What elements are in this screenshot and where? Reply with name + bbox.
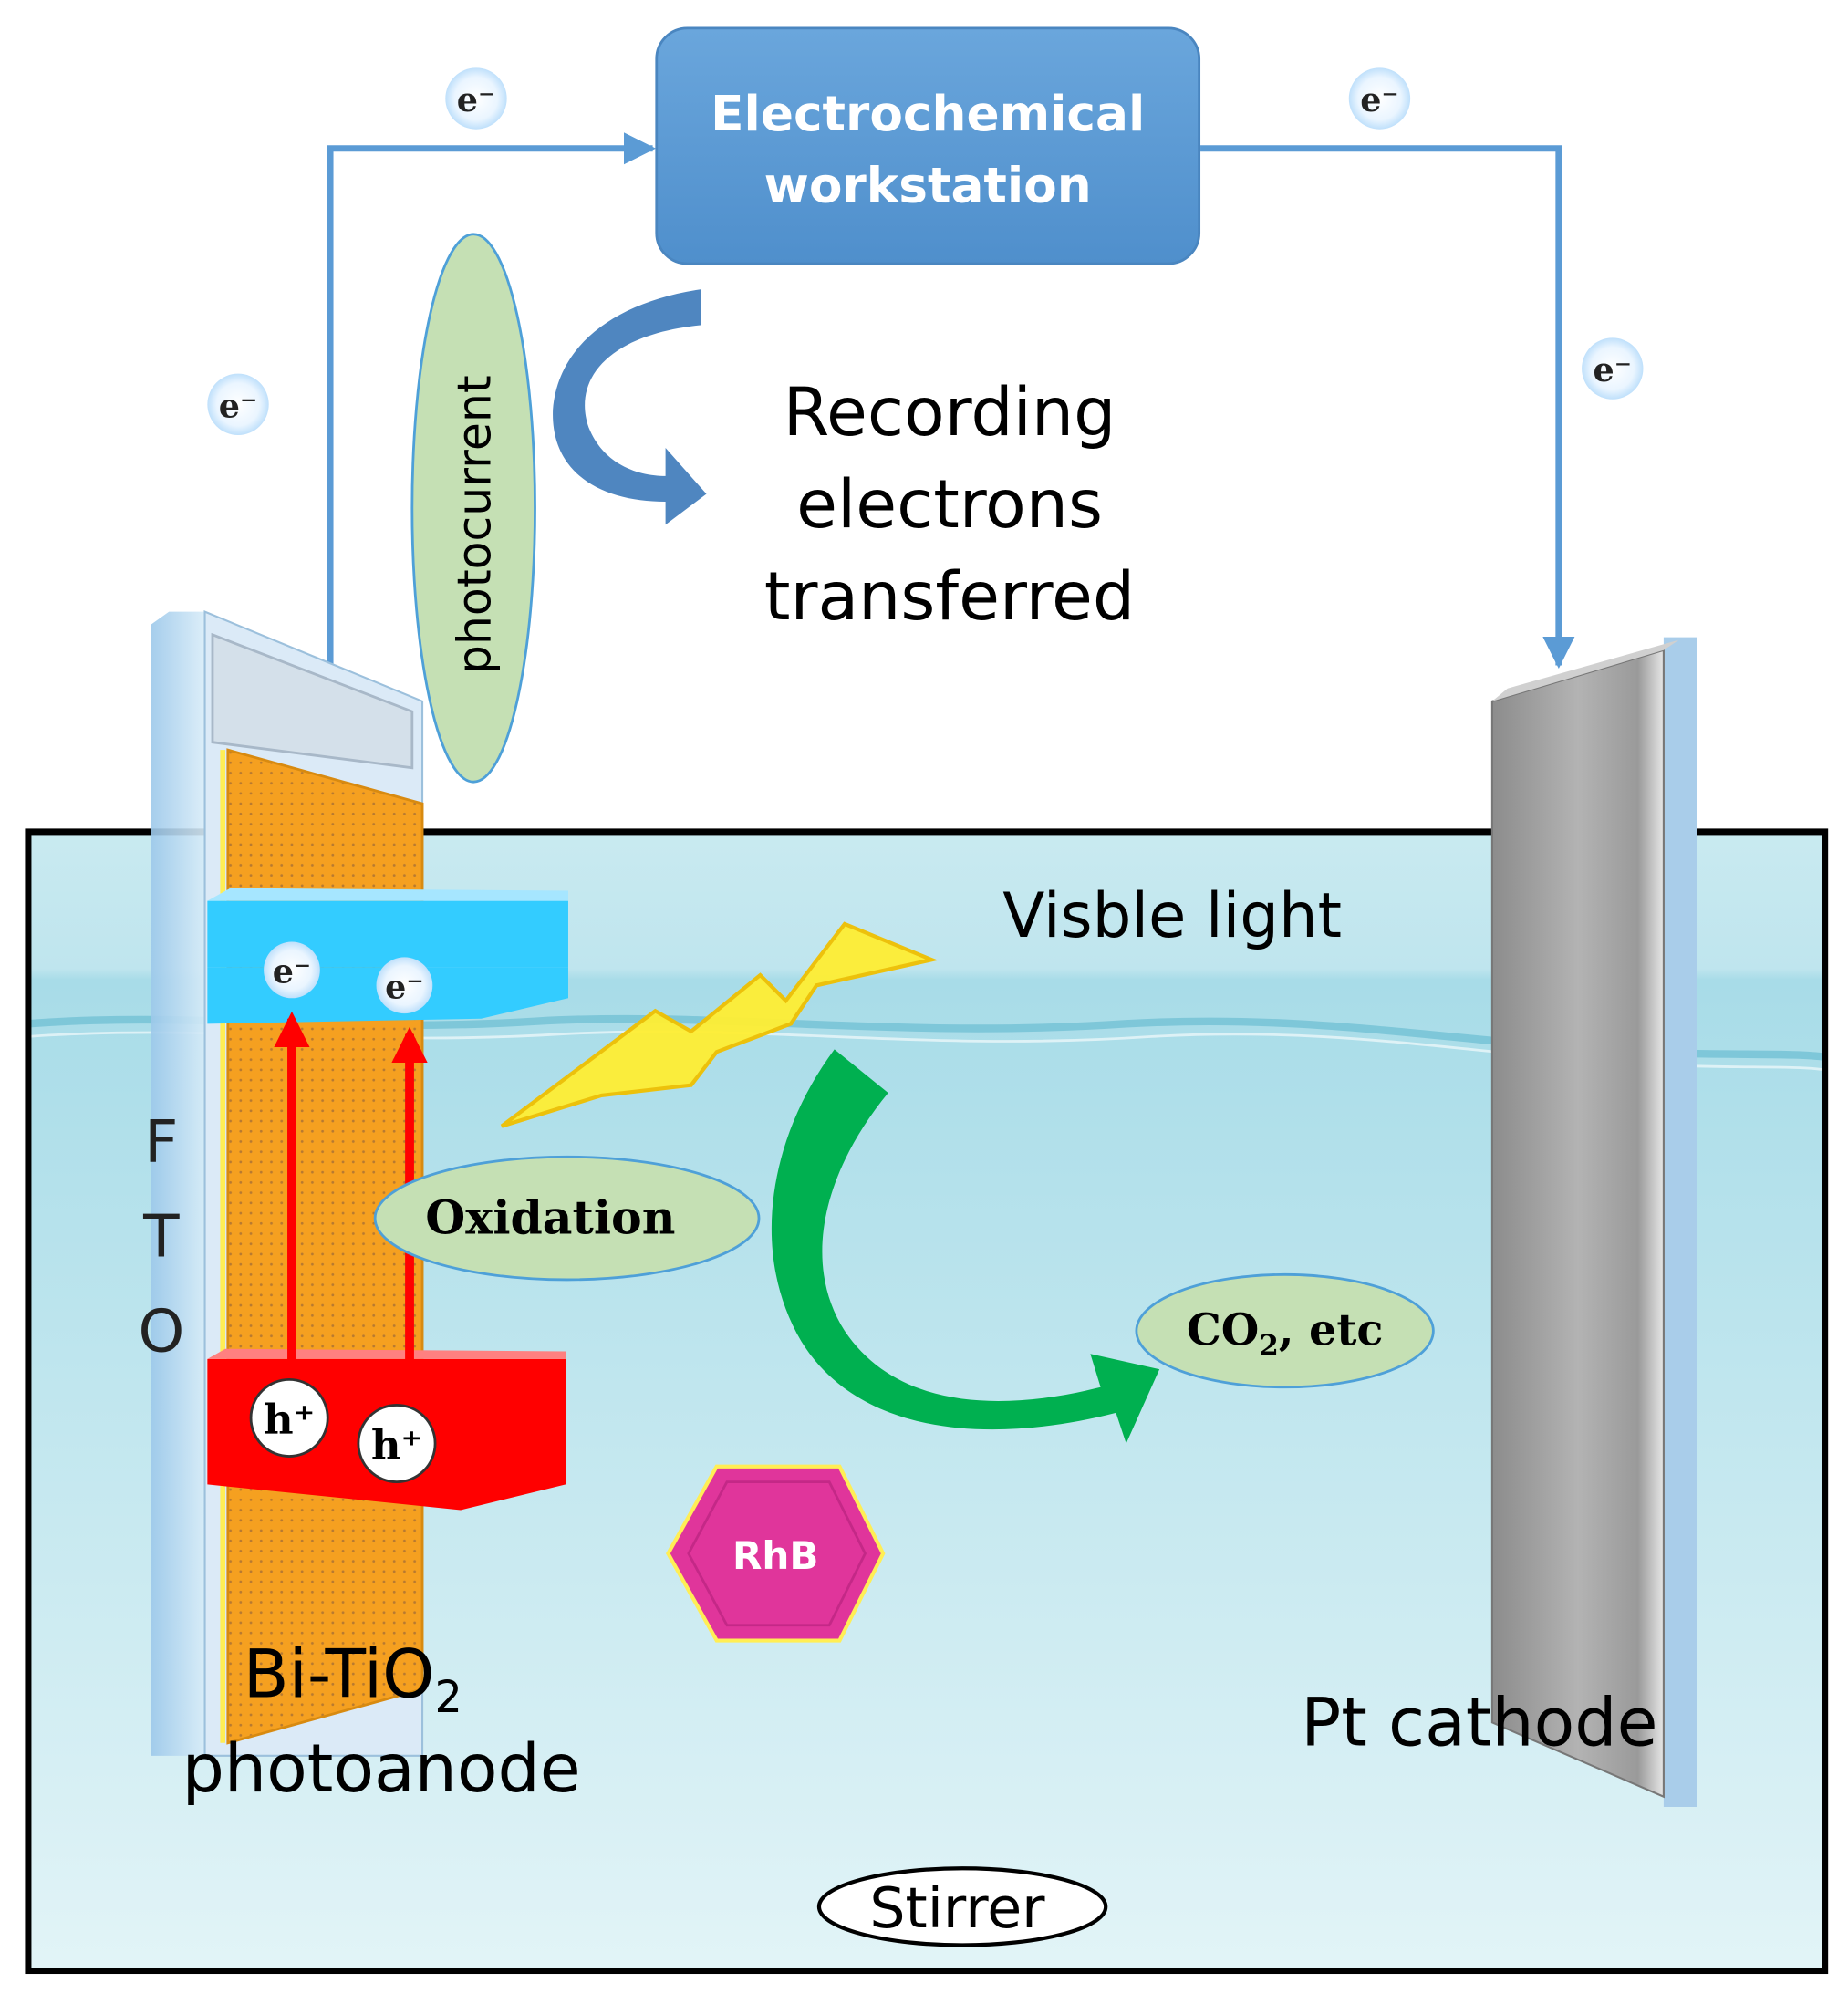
photoanode [151,610,424,1757]
product-label: CO2, etc [1187,1304,1384,1362]
fto-glass [151,611,205,1756]
fto-letter-f: F [144,1108,178,1177]
fto-letter-t: T [142,1203,180,1272]
recording-line1: Recording [784,374,1116,452]
rhb-molecule: RhB [666,1464,886,1643]
svg-text:e⁻: e⁻ [457,80,495,119]
stirrer-label: Stirrer [869,1875,1045,1941]
svg-text:h⁺: h⁺ [264,1395,315,1443]
recording-line3: transferred [764,558,1135,636]
valence-band: h⁺ h⁺ [207,1348,566,1511]
anode-label-line2: photoanode [182,1730,581,1808]
vb-hole-1: h⁺ [249,1377,329,1458]
lightning-bolt-icon [500,921,939,1128]
external-circuit [327,132,1575,670]
wire-workstation-to-cathode [1200,145,1575,670]
conduction-band: e⁻ e⁻ [207,888,568,1024]
pt-cathode [1490,637,1697,1807]
fto-letter-o: O [138,1298,184,1366]
fto-label: F T O [138,1108,184,1366]
recording-text: Recording electrons transferred [764,374,1135,636]
anode-label-line1: Bi-TiO2 [244,1635,462,1723]
circuit-electron-right: e⁻ [1582,337,1644,400]
product-ellipse: CO2, etc [1135,1272,1435,1389]
cathode-label: Pt cathode [1301,1685,1657,1762]
vb-hole-2: h⁺ [357,1404,437,1484]
oxidation-label: Oxidation [425,1190,675,1244]
svg-text:e⁻: e⁻ [1594,350,1632,389]
oxidation-pathway-arrow [771,1049,1160,1444]
cb-electron-1: e⁻ [264,941,320,999]
recording-line2: electrons [796,466,1103,544]
stirrer: Stirrer [816,1866,1108,1947]
electrochemical-workstation: Electrochemical workstation [655,26,1201,265]
circuit-electron-left: e⁻ [207,373,269,435]
svg-text:e⁻: e⁻ [385,967,423,1006]
svg-text:e⁻: e⁻ [219,386,257,425]
rhb-label: RhB [732,1533,818,1578]
circuit-electron-top-right: e⁻ [1348,67,1411,130]
visible-light-label: Visble light [1002,879,1342,951]
recording-curved-arrow [553,289,707,525]
anode-label: Bi-TiO2 photoanode [182,1635,581,1808]
svg-text:e⁻: e⁻ [1360,80,1398,119]
workstation-label-line2: workstation [764,158,1092,214]
tank-border [25,828,1829,1975]
workstation-label-line1: Electrochemical [711,86,1145,142]
wire-anode-to-workstation [327,132,657,669]
photocurrent-label: photocurrent [447,375,501,674]
svg-text:e⁻: e⁻ [273,951,311,991]
svg-text:h⁺: h⁺ [371,1420,422,1469]
photocurrent-ellipse: photocurrent [410,233,536,784]
cb-electron-2: e⁻ [376,957,433,1014]
oxidation-ellipse: Oxidation [373,1155,761,1282]
circuit-electron-top-left: e⁻ [445,67,507,130]
